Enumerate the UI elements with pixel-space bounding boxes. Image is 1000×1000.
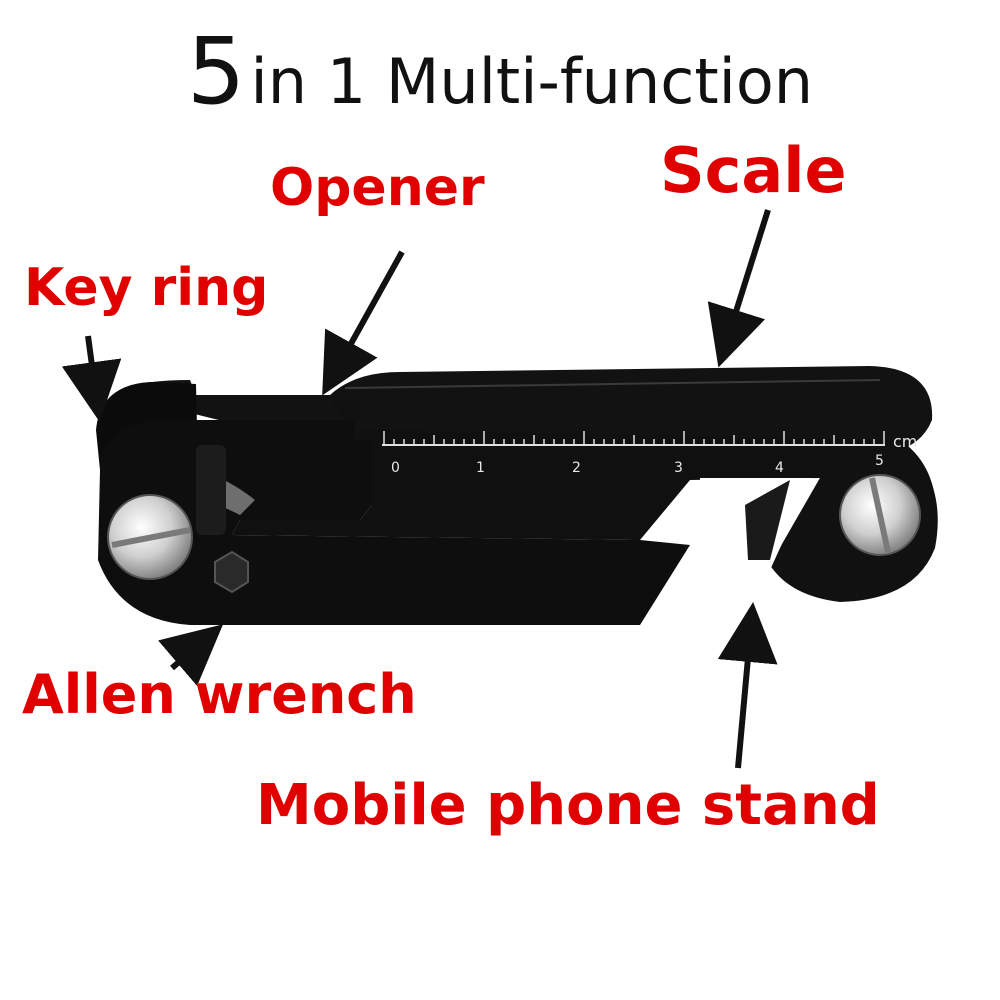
- ruler-num-3: 3: [674, 460, 683, 476]
- label-opener: Opener: [270, 158, 485, 218]
- top-arm-edge: [344, 379, 881, 389]
- right-screw: [839, 474, 921, 556]
- stand-foot: [745, 480, 790, 560]
- front-plate: [100, 400, 937, 600]
- arrow-allen-wrench: [158, 624, 224, 687]
- spring-coil: [196, 445, 226, 535]
- title-number: 5: [186, 18, 246, 125]
- label-allen-wrench: Allen wrench: [22, 663, 417, 726]
- arrow-opener: [322, 250, 405, 396]
- label-scale: Scale: [660, 134, 847, 207]
- arrow-scale: [707, 209, 771, 368]
- arrow-phone-stand: [717, 602, 778, 769]
- title-text: in 1 Multi-function: [250, 45, 814, 118]
- ruler-unit: cm: [893, 432, 917, 451]
- ruler-num-5: 5: [875, 453, 884, 469]
- page-title: 5 in 1 Multi-function: [0, 18, 1000, 125]
- ruler-num-2: 2: [572, 460, 581, 476]
- left-screw: [107, 494, 193, 580]
- ruler-num-1: 1: [476, 460, 485, 476]
- ruler-num-4: 4: [775, 460, 784, 476]
- scale-ruler: cm 0 1 2 3 4 5: [382, 431, 917, 476]
- label-mobile-phone-stand: Mobile phone stand: [256, 773, 880, 838]
- arrow-key-ring: [61, 335, 122, 422]
- label-key-ring: Key ring: [24, 258, 269, 318]
- ruler-num-0: 0: [391, 460, 400, 476]
- hex-hole: [214, 550, 249, 594]
